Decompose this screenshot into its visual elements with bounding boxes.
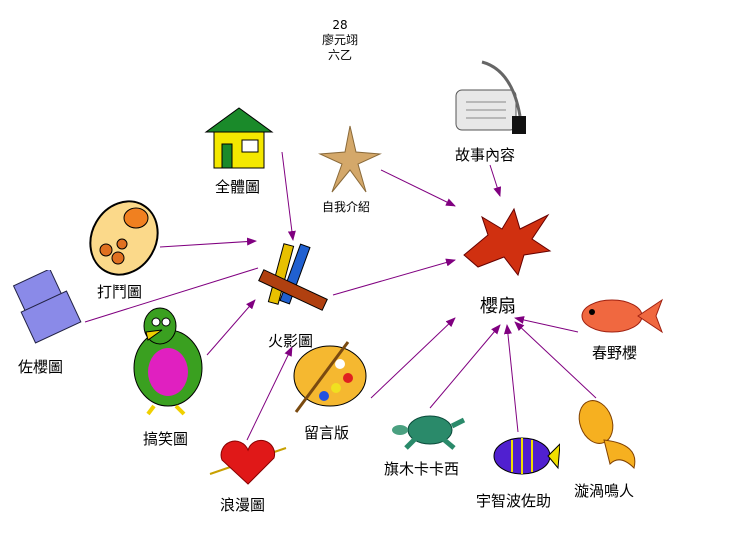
maple-leaf-icon[interactable] bbox=[458, 205, 554, 277]
goldfish-icon[interactable] bbox=[570, 394, 646, 470]
link-naruto bbox=[514, 321, 597, 399]
link-intro bbox=[380, 169, 456, 207]
node-story[interactable]: 故事內容 bbox=[455, 146, 516, 164]
link-funny bbox=[206, 299, 256, 356]
node-naruto[interactable]: 漩渦鳴人 bbox=[574, 482, 635, 500]
egg-icon[interactable] bbox=[84, 196, 164, 278]
link-romance bbox=[246, 346, 293, 441]
node-sasuke[interactable]: 宇智波佐助 bbox=[476, 492, 552, 510]
turtle-icon[interactable] bbox=[392, 408, 468, 450]
blue-fish-icon[interactable] bbox=[482, 432, 560, 478]
red-fish-icon[interactable] bbox=[578, 294, 664, 338]
link-story bbox=[489, 164, 502, 197]
node-funny[interactable]: 搞笑圖 bbox=[143, 430, 189, 448]
link-kakashi bbox=[429, 324, 501, 409]
node-romance[interactable]: 浪漫圖 bbox=[220, 496, 266, 514]
student-class: 六乙 bbox=[327, 48, 352, 62]
link-sasuke bbox=[503, 324, 519, 433]
student-name: 廖元翊 bbox=[321, 33, 358, 47]
node-kakashi[interactable]: 旗木卡卡西 bbox=[384, 460, 460, 478]
node-guestbook[interactable]: 留言版 bbox=[304, 424, 350, 442]
bird-icon[interactable] bbox=[128, 304, 212, 416]
starfish-icon[interactable] bbox=[318, 124, 382, 194]
link-overview bbox=[281, 151, 296, 241]
center-node[interactable]: 櫻扇 bbox=[480, 296, 516, 317]
tickets-icon[interactable] bbox=[4, 270, 84, 350]
node-sakura[interactable]: 春野櫻 bbox=[592, 344, 638, 362]
node-sasusaku[interactable]: 佐櫻圖 bbox=[18, 358, 64, 376]
student-number: 28 bbox=[332, 18, 348, 32]
node-intro[interactable]: 自我介紹 bbox=[322, 200, 371, 214]
link-sakura bbox=[514, 316, 579, 333]
house-icon[interactable] bbox=[204, 106, 274, 170]
link-naruto-pics bbox=[332, 258, 456, 296]
header: 28 廖元翊 六乙 bbox=[300, 18, 380, 63]
scroll-quill-icon[interactable] bbox=[452, 60, 532, 140]
crayons-icon[interactable] bbox=[254, 240, 334, 320]
palette-icon[interactable] bbox=[290, 338, 370, 416]
link-fight bbox=[159, 237, 257, 248]
node-overview[interactable]: 全體圖 bbox=[215, 178, 261, 196]
heart-arrow-icon[interactable] bbox=[208, 438, 288, 488]
link-sasusaku bbox=[84, 267, 259, 323]
link-guestbook bbox=[370, 317, 456, 399]
node-naruto-pics[interactable]: 火影圖 bbox=[268, 332, 314, 350]
node-fight[interactable]: 打鬥圖 bbox=[97, 283, 143, 301]
